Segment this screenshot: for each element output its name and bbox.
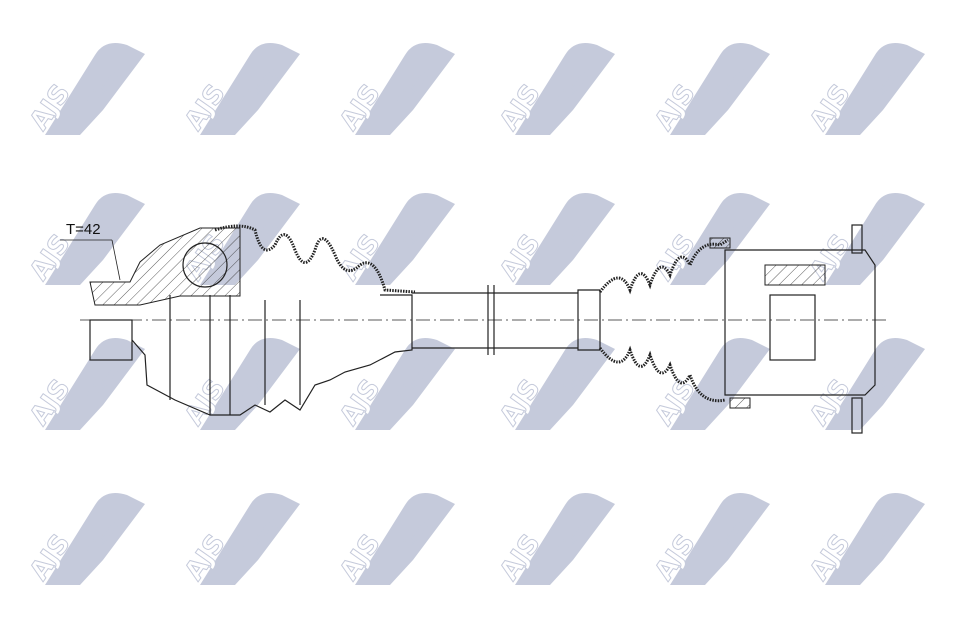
- dimension-label: T=42: [66, 221, 101, 238]
- tripod-spider: [769, 294, 816, 361]
- ball-bearing: [182, 242, 228, 288]
- outer-joint-housing: [89, 227, 241, 306]
- shaft-assembly: T=42: [60, 221, 890, 434]
- inner-boot-top: [598, 238, 729, 295]
- outer-boot: [214, 224, 416, 294]
- tripod-housing: [724, 249, 876, 396]
- inner-boot-bottom: [598, 345, 726, 403]
